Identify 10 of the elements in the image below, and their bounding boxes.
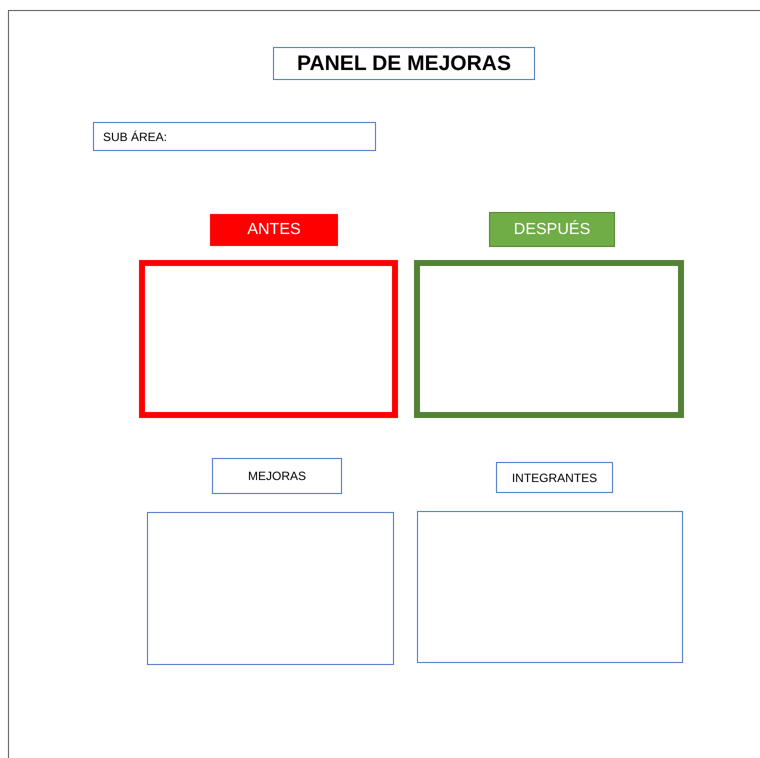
improvements-header: MEJORAS (212, 458, 342, 494)
sub-area-field: SUB ÁREA: (93, 122, 376, 151)
improvements-panel (147, 512, 394, 665)
before-panel (139, 260, 398, 418)
after-panel (414, 260, 684, 418)
after-header: DESPUÉS (489, 212, 615, 247)
before-header: ANTES (210, 214, 338, 246)
members-panel (417, 511, 683, 663)
title-box: PANEL DE MEJORAS (273, 47, 535, 80)
members-header: INTEGRANTES (496, 462, 613, 493)
